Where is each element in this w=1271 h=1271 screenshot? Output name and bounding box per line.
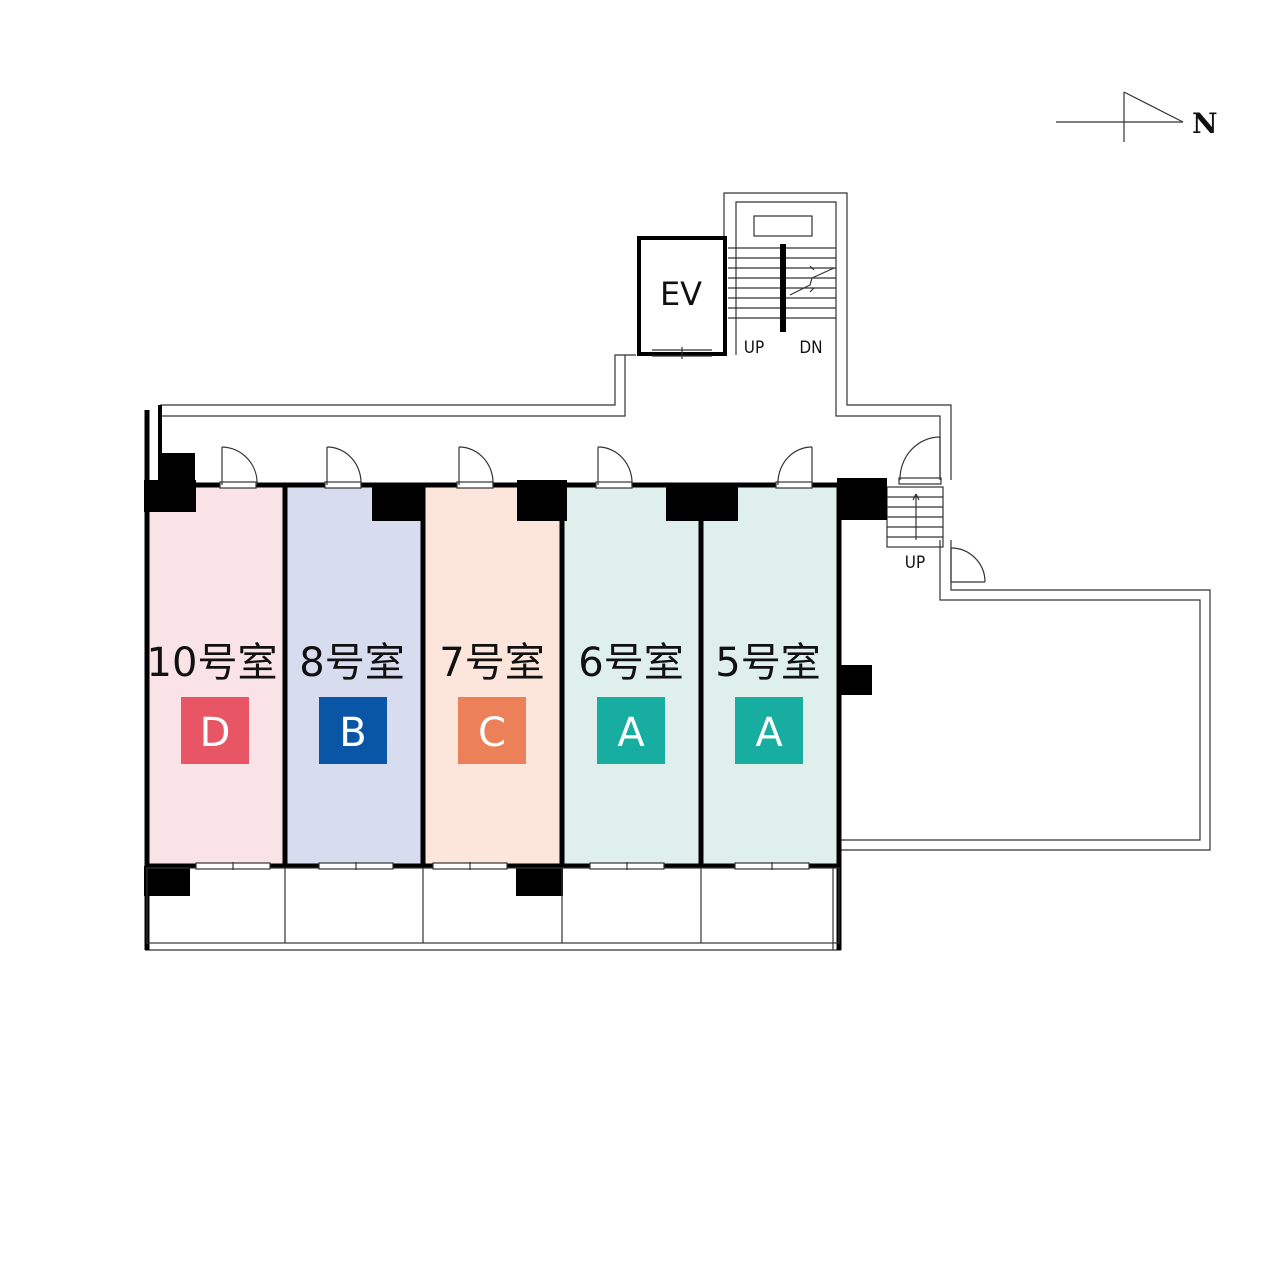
room-labels: 10号室 8号室 7号室 6号室 5号室 bbox=[147, 640, 821, 686]
room-6-type: A bbox=[617, 710, 645, 756]
elevator-label: EV bbox=[660, 275, 702, 313]
room-7-area bbox=[424, 485, 561, 865]
elevator: EV bbox=[637, 236, 727, 359]
room-8-name: 8号室 bbox=[299, 640, 404, 686]
room-7-type-badge bbox=[458, 697, 526, 764]
room-7-name: 7号室 bbox=[439, 640, 544, 686]
room-6-area bbox=[563, 485, 700, 865]
room-10-name: 10号室 bbox=[147, 640, 278, 686]
side-stairs-up-label: UP bbox=[905, 553, 925, 573]
north-arrow: N bbox=[1056, 91, 1218, 142]
side-stairs: UP bbox=[886, 486, 944, 573]
main-stairs: UP DN bbox=[728, 215, 836, 358]
room-5-area bbox=[702, 485, 839, 865]
north-label: N bbox=[1192, 107, 1218, 140]
room-8-area bbox=[286, 485, 422, 865]
room-7-type: C bbox=[478, 710, 506, 756]
type-badges: D B C A A bbox=[181, 697, 803, 764]
room-10-area bbox=[147, 485, 284, 865]
room-8-type-badge bbox=[319, 697, 387, 764]
room-5-name: 5号室 bbox=[715, 640, 820, 686]
balconies bbox=[146, 867, 840, 950]
room-6-name: 6号室 bbox=[578, 640, 683, 686]
room-6-type-badge bbox=[597, 697, 665, 764]
room-10-type-badge bbox=[181, 697, 249, 764]
room-fills bbox=[147, 485, 839, 865]
room-8-type: B bbox=[339, 710, 366, 756]
columns bbox=[144, 453, 887, 896]
stairs-up-label: UP bbox=[744, 338, 764, 358]
stairs-down-label: DN bbox=[799, 338, 822, 358]
room-5-type: A bbox=[755, 710, 783, 756]
windows bbox=[195, 862, 810, 870]
room-10-type: D bbox=[200, 710, 231, 756]
entry-doors bbox=[219, 436, 986, 583]
room-5-type-badge bbox=[735, 697, 803, 764]
